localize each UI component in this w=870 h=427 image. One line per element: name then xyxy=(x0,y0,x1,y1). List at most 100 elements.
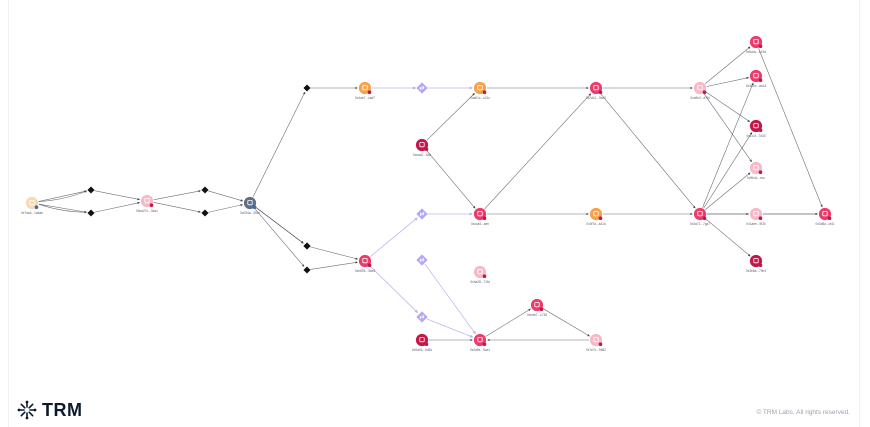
edge-n_src-d1[interactable] xyxy=(38,190,87,202)
edge-n_p3-n_p4[interactable] xyxy=(485,308,531,337)
address-node-n_pl4[interactable]: 0x1aee...9f30 xyxy=(746,207,766,227)
address-node-n_p6[interactable]: 0x3a71...7ga7 xyxy=(690,207,710,227)
address-node-n_hub[interactable]: 0x034a...39cc xyxy=(240,196,260,216)
edge-d2-n_mid1[interactable] xyxy=(94,201,140,213)
address-node-n_o2[interactable]: 0xa61c...c41c xyxy=(470,81,490,101)
edge-n_p2-n_p5[interactable] xyxy=(484,93,592,210)
diamond-node-d8[interactable] xyxy=(303,242,311,250)
node-label: 0x3d8a...cf41 xyxy=(815,222,834,226)
edge-d8-n_p1[interactable] xyxy=(310,246,358,260)
address-node-n_pl1[interactable]: 0x7e7c...9682 xyxy=(586,333,606,353)
diamond-node-d3[interactable] xyxy=(201,186,209,194)
edge-d4-n_hub[interactable] xyxy=(208,203,243,213)
copyright-notice: © TRM Labs. All rights reserved. xyxy=(756,409,850,416)
edge-n_pl2-n_pl3[interactable] xyxy=(703,93,752,163)
node-label: 0xba28...71fd xyxy=(470,280,490,284)
diamond-node-d5[interactable] xyxy=(303,84,311,92)
node-label: 0x7aa4...1daae xyxy=(21,211,43,215)
node-label: 0x5d45...6d3b xyxy=(412,348,432,352)
address-node-n_p1[interactable]: 0xb695...3be8 xyxy=(355,254,375,274)
address-node-n_p4[interactable]: 0xedb7...c738 xyxy=(527,298,547,318)
edge-d1-n_mid1[interactable] xyxy=(94,190,140,201)
edge-n_src-d2[interactable] xyxy=(38,203,87,214)
edge-n_p5-n_p6[interactable] xyxy=(599,92,696,209)
swap-node-s4[interactable] xyxy=(416,311,428,323)
edge-n_src-d2[interactable] xyxy=(38,203,87,214)
edge-n_p6-n_pl3[interactable] xyxy=(704,172,751,211)
node-label: 0x3e8a...79b4 xyxy=(746,269,766,273)
node-label: 0x4ae7...cad7 xyxy=(355,96,375,100)
address-node-n_p2[interactable]: 0xcca4...aeb xyxy=(471,207,489,227)
diamond-node-d2[interactable] xyxy=(87,209,95,217)
node-label: 0xa61c...c41c xyxy=(470,96,490,100)
address-node-n_c1[interactable]: 0xeac0...4bb xyxy=(413,138,431,158)
edge-n_p4-n_pl1[interactable] xyxy=(542,308,590,337)
address-node-n_p5[interactable]: 0x2d41...9ea7 xyxy=(586,81,606,101)
address-node-n_c5[interactable]: 0x1c1f...7d33 xyxy=(746,119,766,139)
edge-n_c1-n_o2[interactable] xyxy=(426,93,475,141)
node-label: 0x7e7c...9682 xyxy=(586,348,606,352)
diamond-node-d7[interactable] xyxy=(303,266,311,274)
node-label: 0x034a...39cc xyxy=(240,211,260,215)
diamond-node-d1[interactable] xyxy=(87,186,95,194)
node-label: 0x0f7a...a41a xyxy=(586,222,606,226)
trm-logo-icon xyxy=(17,400,37,420)
edge-s3-n_p3[interactable] xyxy=(424,263,476,335)
edge-n_src-d1[interactable] xyxy=(38,190,87,202)
node-label: 0xeac0...4bb xyxy=(413,153,431,157)
edge-d3-n_hub[interactable] xyxy=(208,190,244,202)
node-label: 0x2d41...9ea7 xyxy=(586,96,606,100)
edge-n_p1-s4[interactable] xyxy=(369,265,419,314)
edge-n_hub-d5[interactable] xyxy=(252,91,306,198)
node-label: 0x9b4c...ecc xyxy=(747,176,765,180)
edge-n_p6-n_c6[interactable] xyxy=(704,217,751,257)
swap-node-s3[interactable] xyxy=(416,254,428,266)
address-node-n_c2[interactable]: 0x5d45...6d3b xyxy=(412,333,432,353)
graph-frame xyxy=(8,0,860,427)
address-node-n_c4[interactable]: 0x3a2b...ab1d xyxy=(746,69,766,89)
edge-d7-n_p1[interactable] xyxy=(310,261,358,270)
edge-n_p6-n_c4[interactable] xyxy=(702,82,754,209)
address-node-n_p3[interactable]: 0x2a9e...9ca1 xyxy=(470,333,490,353)
edge-n_hub-d8[interactable] xyxy=(255,206,304,244)
trm-logo-text: TRM xyxy=(42,399,83,420)
edge-n_c3-n_p7[interactable] xyxy=(758,47,823,208)
node-label: 0x3a71...7ga7 xyxy=(690,222,710,226)
swap-node-s1[interactable] xyxy=(416,82,428,94)
node-label: 0x6a4c...a19a xyxy=(746,50,766,54)
node-label: 0x2a9e...9ca1 xyxy=(470,348,490,352)
node-label: 0xb695...3be8 xyxy=(355,269,375,273)
node-label: 0x3a2b...ab1d xyxy=(746,84,766,88)
address-node-n_c6[interactable]: 0x3e8a...79b4 xyxy=(746,254,766,274)
edge-n_mid1-d4[interactable] xyxy=(153,202,201,213)
edge-layer xyxy=(38,46,823,342)
node-label: 0xa9e3...d7f4 xyxy=(690,96,710,100)
address-node-n_p2b[interactable]: 0xba28...71fd xyxy=(470,265,490,285)
address-node-n_src[interactable]: 0x7aa4...1daae xyxy=(21,196,43,216)
node-label: 0x1aee...9f30 xyxy=(746,222,766,226)
edge-n_c1-n_p2[interactable] xyxy=(425,149,476,209)
edge-n_hub-d7[interactable] xyxy=(253,207,305,267)
edge-s4-n_p3[interactable] xyxy=(426,318,474,338)
edge-n_pl2-n_c4[interactable] xyxy=(706,76,749,87)
node-label: 0xba27c...3ba1 xyxy=(136,209,158,213)
node-label: 0xcca4...aeb xyxy=(471,222,489,226)
address-node-n_o1[interactable]: 0x4ae7...cad7 xyxy=(355,81,375,101)
address-node-n_mid1[interactable]: 0xba27c...3ba1 xyxy=(136,194,158,214)
edge-n_pl2-n_c5[interactable] xyxy=(705,91,750,123)
address-node-n_pl3[interactable]: 0x9b4c...ecc xyxy=(747,161,765,181)
edge-n_pl2-n_c3[interactable] xyxy=(704,46,751,85)
diamond-node-d4[interactable] xyxy=(201,209,209,217)
node-label: 0x1c1f...7d33 xyxy=(746,134,765,138)
edge-n_p6-n_c5[interactable] xyxy=(703,132,753,209)
address-node-n_c3[interactable]: 0x6a4c...a19a xyxy=(746,35,766,55)
address-node-n_pl2[interactable]: 0xa9e3...d7f4 xyxy=(690,81,710,101)
trm-logo: TRM xyxy=(17,400,83,420)
edge-n_p1-s2[interactable] xyxy=(369,217,418,258)
node-label: 0xedb7...c738 xyxy=(527,313,547,317)
address-node-n_p7[interactable]: 0x3d8a...cf41 xyxy=(815,207,835,227)
swap-node-s2[interactable] xyxy=(416,208,428,220)
address-node-n_o3[interactable]: 0x0f7a...a41a xyxy=(586,207,606,227)
edge-n_mid1-d3[interactable] xyxy=(153,190,201,201)
